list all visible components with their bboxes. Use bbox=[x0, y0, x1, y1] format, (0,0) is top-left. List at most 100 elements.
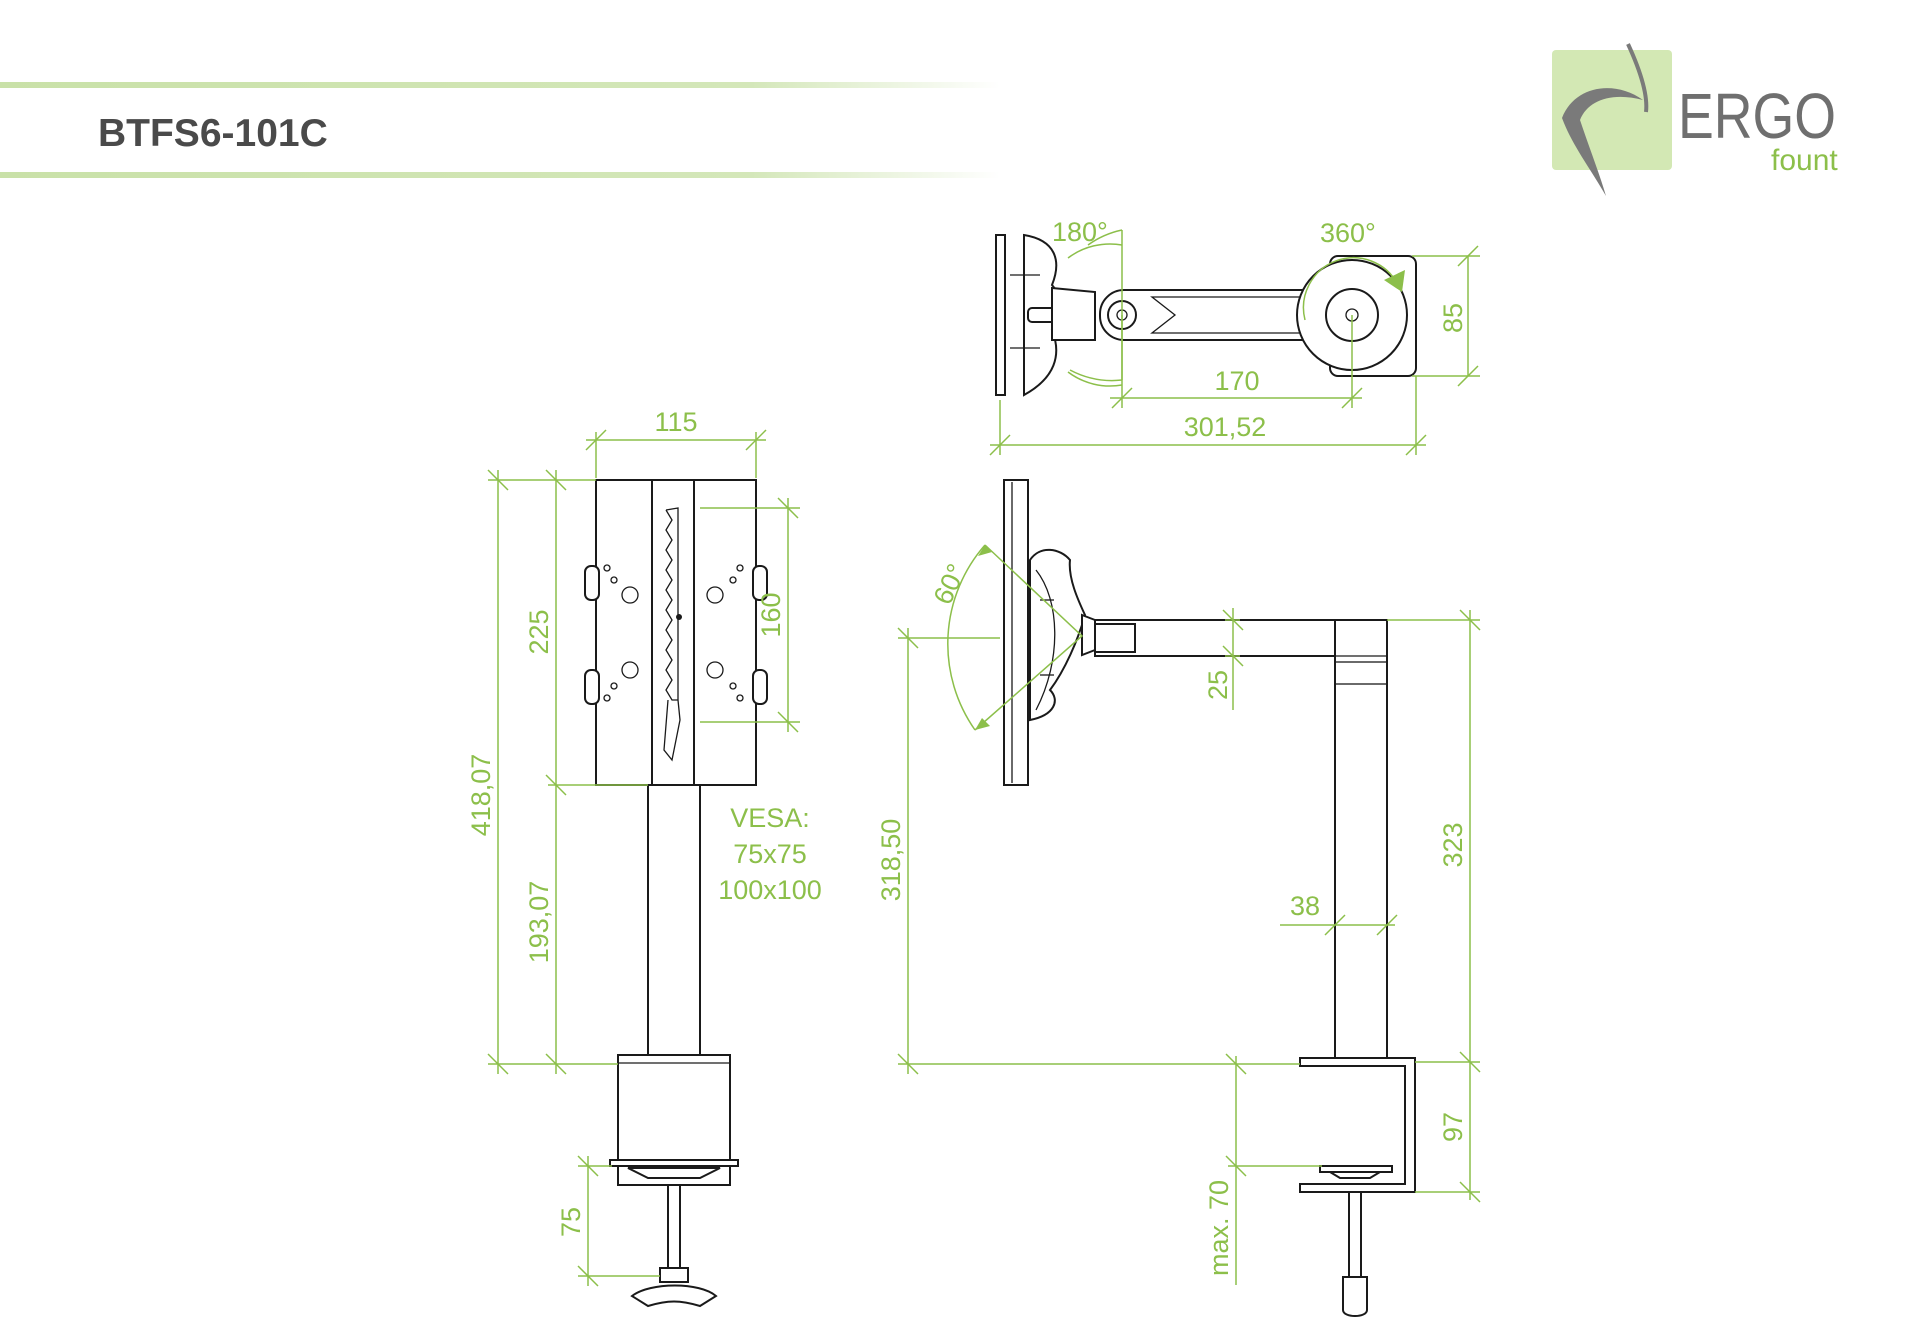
top-tilt-arc-2 bbox=[1067, 243, 1123, 387]
side-angle-tilt: 60° bbox=[928, 559, 972, 609]
top-dim-height: 85 bbox=[1438, 303, 1468, 333]
front-vesa-hole-small bbox=[736, 694, 744, 702]
logo-swoosh-icon bbox=[1562, 88, 1643, 196]
side-dim25-tick bbox=[1222, 645, 1244, 667]
front-desk-plate bbox=[609, 1159, 739, 1167]
side-dim323-tick bbox=[1459, 609, 1481, 631]
side-dim38-tick bbox=[1324, 914, 1346, 936]
logo-word: ERGO bbox=[1678, 80, 1836, 152]
vesa-spec-75: 75x75 bbox=[733, 839, 807, 869]
side-dim70-tick bbox=[1225, 1155, 1247, 1177]
side-dim318-tick bbox=[897, 1053, 919, 1075]
front-dim115-tick bbox=[585, 429, 607, 451]
side-head-arc bbox=[1035, 569, 1056, 711]
top-rotate-arrow-icon bbox=[1384, 270, 1405, 292]
front-knob-left-bottom bbox=[584, 669, 600, 705]
front-knob-right-top bbox=[752, 565, 768, 601]
header: BTFS6-101C bbox=[0, 82, 1000, 178]
top-rotate-arc bbox=[1302, 257, 1399, 321]
top-dim-arm: 170 bbox=[1214, 366, 1259, 396]
side-dim97-tick bbox=[1459, 1181, 1481, 1203]
side-screw bbox=[1348, 1191, 1362, 1278]
front-dim193-tick bbox=[545, 1053, 567, 1075]
front-dim-lower: 193,07 bbox=[524, 881, 554, 964]
front-center-slot bbox=[651, 479, 695, 786]
front-vesa-hole-small bbox=[729, 576, 737, 584]
front-dim115-tick bbox=[745, 429, 767, 451]
side-dim-desk-max: max. 70 bbox=[1204, 1180, 1234, 1276]
front-dim160-tick bbox=[777, 497, 799, 519]
side-tilt-arrow-icon bbox=[975, 718, 990, 730]
side-tilt-head bbox=[1029, 548, 1087, 722]
side-dim-clamp-height: 97 bbox=[1438, 1112, 1468, 1142]
front-dim418-tick bbox=[487, 1053, 509, 1075]
front-vesa-hole bbox=[706, 586, 724, 604]
side-dim-arm-thickness: 25 bbox=[1203, 670, 1233, 700]
front-dim-upper: 225 bbox=[524, 609, 554, 654]
top-angle-tilt: 180° bbox=[1052, 217, 1108, 247]
front-screw bbox=[667, 1184, 681, 1271]
top-dim170-tick bbox=[1341, 387, 1363, 409]
side-dim-arm-height: 318,50 bbox=[876, 819, 906, 902]
front-vesa-hole-small bbox=[610, 682, 618, 690]
side-tilt-arrow-icon bbox=[978, 545, 992, 556]
side-dim25-tick bbox=[1222, 609, 1244, 631]
top-dim85-tick bbox=[1457, 365, 1479, 387]
side-arm-end-cap bbox=[1094, 623, 1136, 653]
side-clamp-pad bbox=[1326, 1171, 1384, 1179]
top-dim-total: 301,52 bbox=[1184, 412, 1267, 442]
front-vesa-hole-small bbox=[729, 682, 737, 690]
front-dim-clamp: 75 bbox=[556, 1207, 586, 1237]
header-rule-bottom bbox=[0, 172, 1000, 178]
vesa-spec-100: 100x100 bbox=[718, 875, 822, 905]
side-vesa-plate bbox=[1003, 479, 1029, 786]
top-dim301-tick bbox=[1405, 434, 1427, 456]
front-rack bbox=[665, 507, 679, 701]
front-vesa-hole bbox=[621, 586, 639, 604]
front-vesa-hole-small bbox=[603, 694, 611, 702]
front-vesa-hole-small bbox=[603, 564, 611, 572]
vesa-label: VESA: bbox=[730, 803, 810, 833]
side-dim323-tick bbox=[1459, 1051, 1481, 1073]
top-dim170-tick bbox=[1111, 387, 1133, 409]
front-dim75-tick bbox=[577, 1265, 599, 1287]
front-dim-width: 115 bbox=[654, 407, 697, 437]
front-dim225-tick bbox=[545, 774, 567, 796]
front-rack-hook bbox=[663, 699, 681, 762]
side-dim70-tick bbox=[1225, 1053, 1247, 1075]
front-screw-collar bbox=[659, 1267, 689, 1283]
side-c-clamp bbox=[1299, 1057, 1416, 1193]
logo-sub: fount bbox=[1771, 144, 1838, 177]
top-view: 180° 360° 85 170 301,52 bbox=[989, 217, 1480, 456]
top-dim85-tick bbox=[1457, 245, 1479, 267]
side-dim318-tick bbox=[897, 627, 919, 649]
logo-stroke-icon bbox=[1626, 43, 1649, 113]
front-pole bbox=[647, 784, 701, 1056]
front-screw-handle bbox=[630, 1284, 718, 1308]
front-dim75-tick bbox=[577, 1155, 599, 1177]
side-screw-knob bbox=[1342, 1276, 1368, 1317]
side-neck bbox=[1081, 613, 1096, 657]
front-rack-dot bbox=[676, 614, 682, 620]
side-view: 60° 25 318,50 323 97 38 bbox=[876, 479, 1481, 1317]
header-rule-top bbox=[0, 82, 1000, 88]
front-vesa-hole-small bbox=[736, 564, 744, 572]
front-knob-right-bottom bbox=[752, 669, 768, 705]
top-angle-rotate: 360° bbox=[1320, 218, 1376, 248]
side-dim38-tick bbox=[1376, 914, 1398, 936]
side-pole bbox=[1334, 619, 1388, 1059]
side-tilt-arc bbox=[947, 544, 986, 731]
top-neck bbox=[1051, 286, 1096, 341]
front-dim160-tick bbox=[777, 711, 799, 733]
front-dim-total: 418,07 bbox=[466, 754, 496, 837]
side-dim-pole-width: 38 bbox=[1290, 891, 1320, 921]
front-knob-left-top bbox=[584, 565, 600, 601]
front-vesa-hole-small bbox=[610, 576, 618, 584]
top-dim301-tick bbox=[989, 434, 1011, 456]
model-title: BTFS6-101C bbox=[98, 112, 328, 155]
top-vesa-plate bbox=[995, 234, 1006, 396]
front-vesa-hole bbox=[621, 661, 639, 679]
front-dim225-tick bbox=[545, 469, 567, 491]
front-dim418-tick bbox=[487, 469, 509, 491]
